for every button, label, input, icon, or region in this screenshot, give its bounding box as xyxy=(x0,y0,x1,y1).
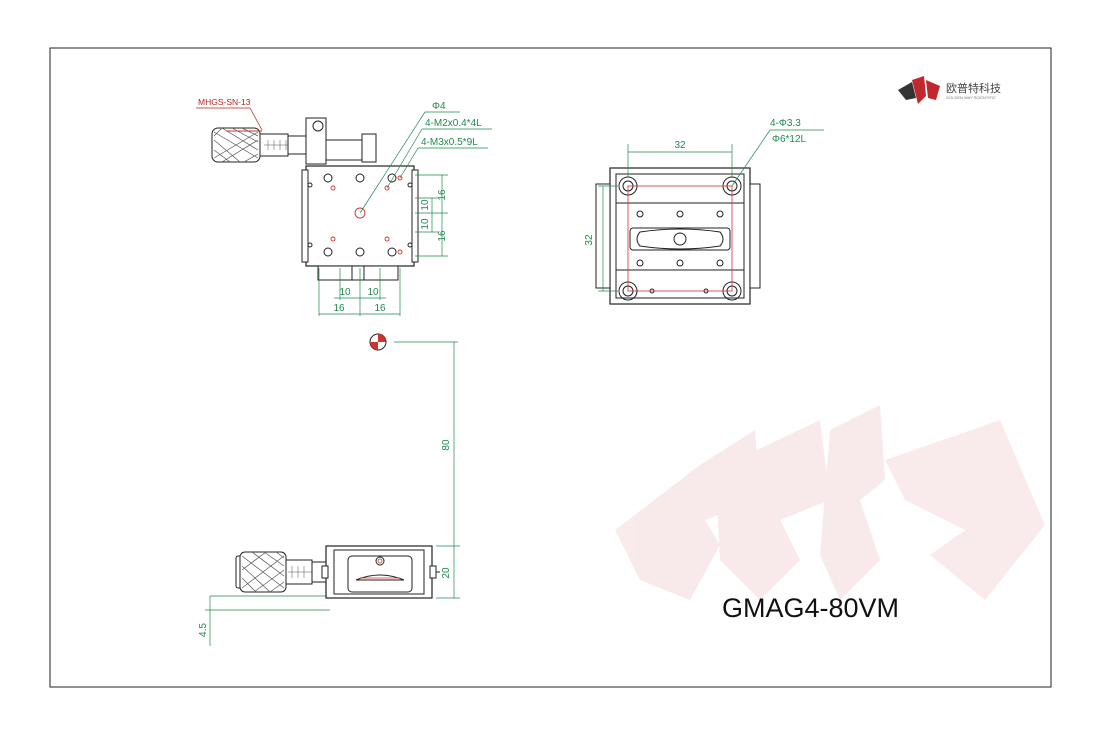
front-view xyxy=(235,545,440,599)
side-view-plate xyxy=(595,167,761,305)
tap-large-callout: 4-M3x0.5*9L xyxy=(421,137,478,148)
dim-top-right-10a: 10 xyxy=(420,199,431,211)
dim-bottom-16b: 16 xyxy=(374,303,386,314)
holes-count-callout: 4-Φ3.3 xyxy=(770,118,801,129)
drawing-border xyxy=(49,47,1052,688)
logo-mark-left xyxy=(898,82,916,100)
brand-logo: 欧普特科技 GOLDEN WAY SCIENTIFIC xyxy=(898,76,1001,104)
dim-top-right-16a: 16 xyxy=(437,189,448,201)
dim-side-width: 32 xyxy=(674,140,686,151)
dim-bottom-10b: 10 xyxy=(367,287,379,298)
dim-travel-height: 80 xyxy=(441,439,452,451)
watermark-logo xyxy=(615,405,1045,600)
logo-mark-right xyxy=(926,80,940,100)
brand-name-en: GOLDEN WAY SCIENTIFIC xyxy=(946,95,996,100)
dim-offset: 4.5 xyxy=(198,623,209,637)
center-marker xyxy=(369,333,458,351)
counterbore-callout: Φ6*12L xyxy=(772,134,807,145)
model-number: GMAG4-80VM xyxy=(722,593,899,623)
side-view-red-lines xyxy=(627,185,733,292)
micrometer-callout: MHGS-SN-13 xyxy=(198,97,251,107)
micrometer-barrel xyxy=(287,135,307,155)
side-view-dims xyxy=(598,129,824,292)
logo-mark-mid xyxy=(912,76,926,104)
center-hole-callout: Φ4 xyxy=(432,101,446,112)
dim-top-right-16b: 16 xyxy=(437,230,448,242)
top-view xyxy=(211,117,419,281)
dim-body-height: 20 xyxy=(441,567,452,579)
dim-bottom-16a: 16 xyxy=(333,303,345,314)
stage-top-body xyxy=(305,165,415,267)
front-view-red-marks xyxy=(360,558,400,579)
brand-name-cn: 欧普特科技 xyxy=(946,81,1001,95)
dim-bottom-10a: 10 xyxy=(339,287,351,298)
top-view-right-dims xyxy=(415,174,448,257)
front-stage-body xyxy=(325,545,433,599)
top-view-bottom-dims xyxy=(318,268,401,316)
front-view-dims xyxy=(205,342,460,646)
dim-top-right-10b: 10 xyxy=(420,218,431,230)
top-view-callouts: MHGS-SN-13 Φ4 4-M2x0.4*4L 4-M3x0.5*9L xyxy=(196,97,492,214)
dim-side-height: 32 xyxy=(584,234,595,246)
top-view-red-holes xyxy=(226,130,403,255)
tap-small-callout: 4-M2x0.4*4L xyxy=(425,118,482,129)
